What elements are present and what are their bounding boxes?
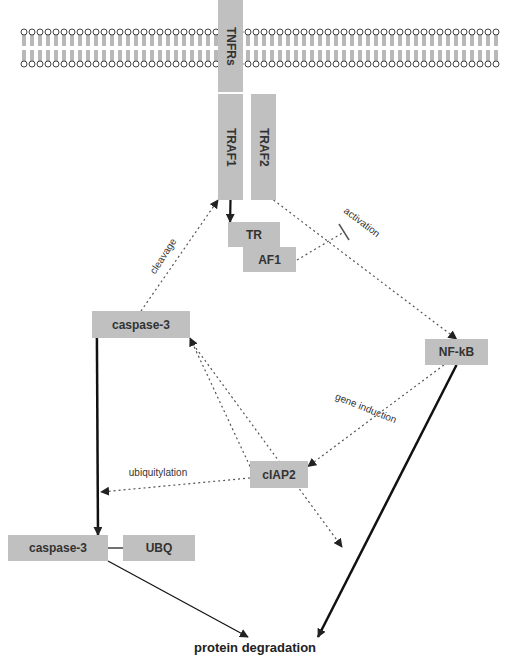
node-text: TRAF1 xyxy=(224,128,238,167)
edge-label: gene induction xyxy=(334,391,398,426)
adaptor-box: TRAF2 xyxy=(251,94,276,200)
node-text: NF-kB xyxy=(439,345,474,359)
connector xyxy=(190,338,250,466)
ubiquitylation-arrow xyxy=(101,478,250,492)
protein-box: NF-kB xyxy=(425,339,488,365)
outcome-node: protein degradation xyxy=(185,637,325,657)
adaptor-box: TRAF1 xyxy=(218,94,243,200)
receptor-box: TNFRs xyxy=(218,0,243,92)
connector xyxy=(318,365,457,637)
protein-box: caspase-3 xyxy=(92,311,190,338)
inhibition-bar xyxy=(339,224,349,240)
node-text: protein degradation xyxy=(194,640,316,655)
connector xyxy=(274,200,457,339)
edge-label: activation xyxy=(342,205,382,239)
lipid-bilayer xyxy=(20,28,500,68)
node-text: cIAP2 xyxy=(262,468,295,482)
node-text: caspase-3 xyxy=(112,318,170,332)
process-label: ubiquitylation xyxy=(129,467,187,478)
connector xyxy=(108,547,123,548)
inhibition-line xyxy=(297,232,344,260)
degradation-arrow xyxy=(190,340,342,547)
connector xyxy=(97,338,98,535)
fragment-box: AF1 xyxy=(243,247,296,272)
node-text: UBQ xyxy=(146,541,173,555)
node-text: AF1 xyxy=(258,253,281,267)
edge-label: cleavage xyxy=(147,236,178,276)
node-text: TR xyxy=(246,228,262,242)
node-text: caspase-3 xyxy=(29,541,87,555)
protein-box: cIAP2 xyxy=(250,461,308,488)
fragment-box: TR xyxy=(228,222,280,247)
connector xyxy=(229,200,232,222)
connector xyxy=(308,365,444,466)
protein-box: UBQ xyxy=(123,535,195,561)
protein-box: caspase-3 xyxy=(8,535,108,561)
connector xyxy=(141,200,218,311)
connector xyxy=(108,561,248,637)
node-text: TRAF2 xyxy=(257,128,271,167)
node-text: TNFRs xyxy=(224,27,238,66)
